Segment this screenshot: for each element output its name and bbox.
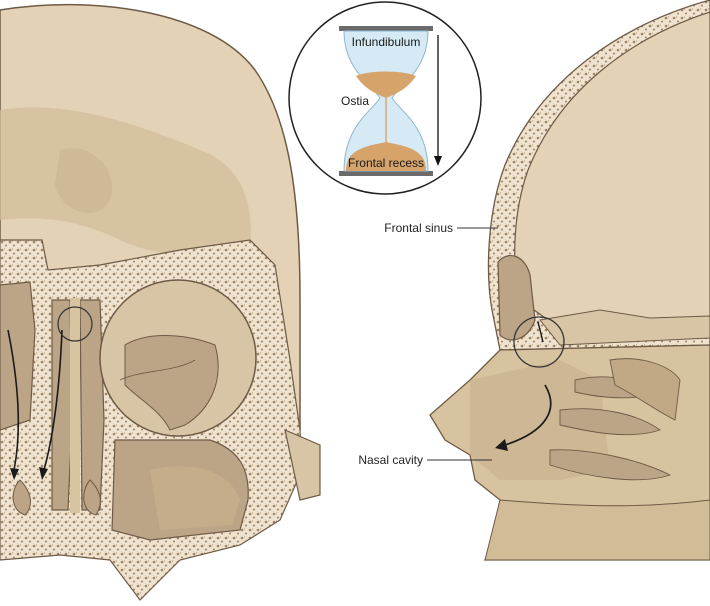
hourglass-frontal-recess-label: Frontal recess	[348, 156, 424, 170]
hourglass-infundibulum-label: Infundibulum	[352, 35, 421, 49]
turbinate-left	[12, 479, 31, 516]
zygomatic-bone	[284, 428, 321, 501]
hourglass-inset: Infundibulum Ostia Frontal recess	[288, 1, 482, 195]
orbit-inner-fissure	[124, 335, 219, 431]
maxillary-sinus-shadow	[150, 466, 240, 530]
frontal-sinus-label: Frontal sinus	[384, 221, 453, 235]
lateral-turbinate-3	[549, 449, 672, 481]
drainage-arrow-lateral	[504, 384, 552, 446]
drainage-arrowhead-nasal	[39, 467, 48, 480]
drainage-arrow-left-channel	[7, 329, 20, 471]
turbinate-right	[83, 479, 101, 516]
hourglass-ostia-label: Ostia	[341, 94, 369, 108]
frontal-skull-view	[0, 3, 321, 601]
sphenoid-region	[609, 358, 681, 421]
ostium-highlight-circle-lateral	[513, 316, 565, 368]
nasal-channel-right	[79, 299, 105, 511]
frontal-sinus-cavity-left	[0, 281, 36, 431]
hourglass-flow-arrowhead	[434, 156, 442, 166]
frontal-sinus-lateral	[497, 254, 536, 341]
orbit-fissure-line	[119, 359, 196, 381]
hourglass-top-sand	[356, 71, 416, 98]
lateral-skull-view	[429, 0, 710, 561]
lateral-recess-line	[537, 321, 544, 343]
hourglass-top-cap	[339, 26, 433, 31]
lateral-turbinate-2	[559, 408, 661, 436]
ostium-highlight-circle-front	[57, 306, 93, 342]
drainage-arrow-nasal-channel	[43, 329, 63, 471]
nasal-septum	[70, 298, 80, 513]
cranial-lobe-shading	[55, 148, 112, 213]
nasal-cavity-label: Nasal cavity	[358, 453, 423, 467]
drainage-arrowhead-left	[10, 468, 19, 480]
hourglass-bottom-sand	[346, 142, 426, 171]
lateral-maxilla	[484, 499, 710, 561]
hourglass-bottom-cap	[339, 171, 433, 176]
orbital-roof	[539, 309, 710, 346]
drainage-arrowhead-lateral	[495, 439, 508, 451]
